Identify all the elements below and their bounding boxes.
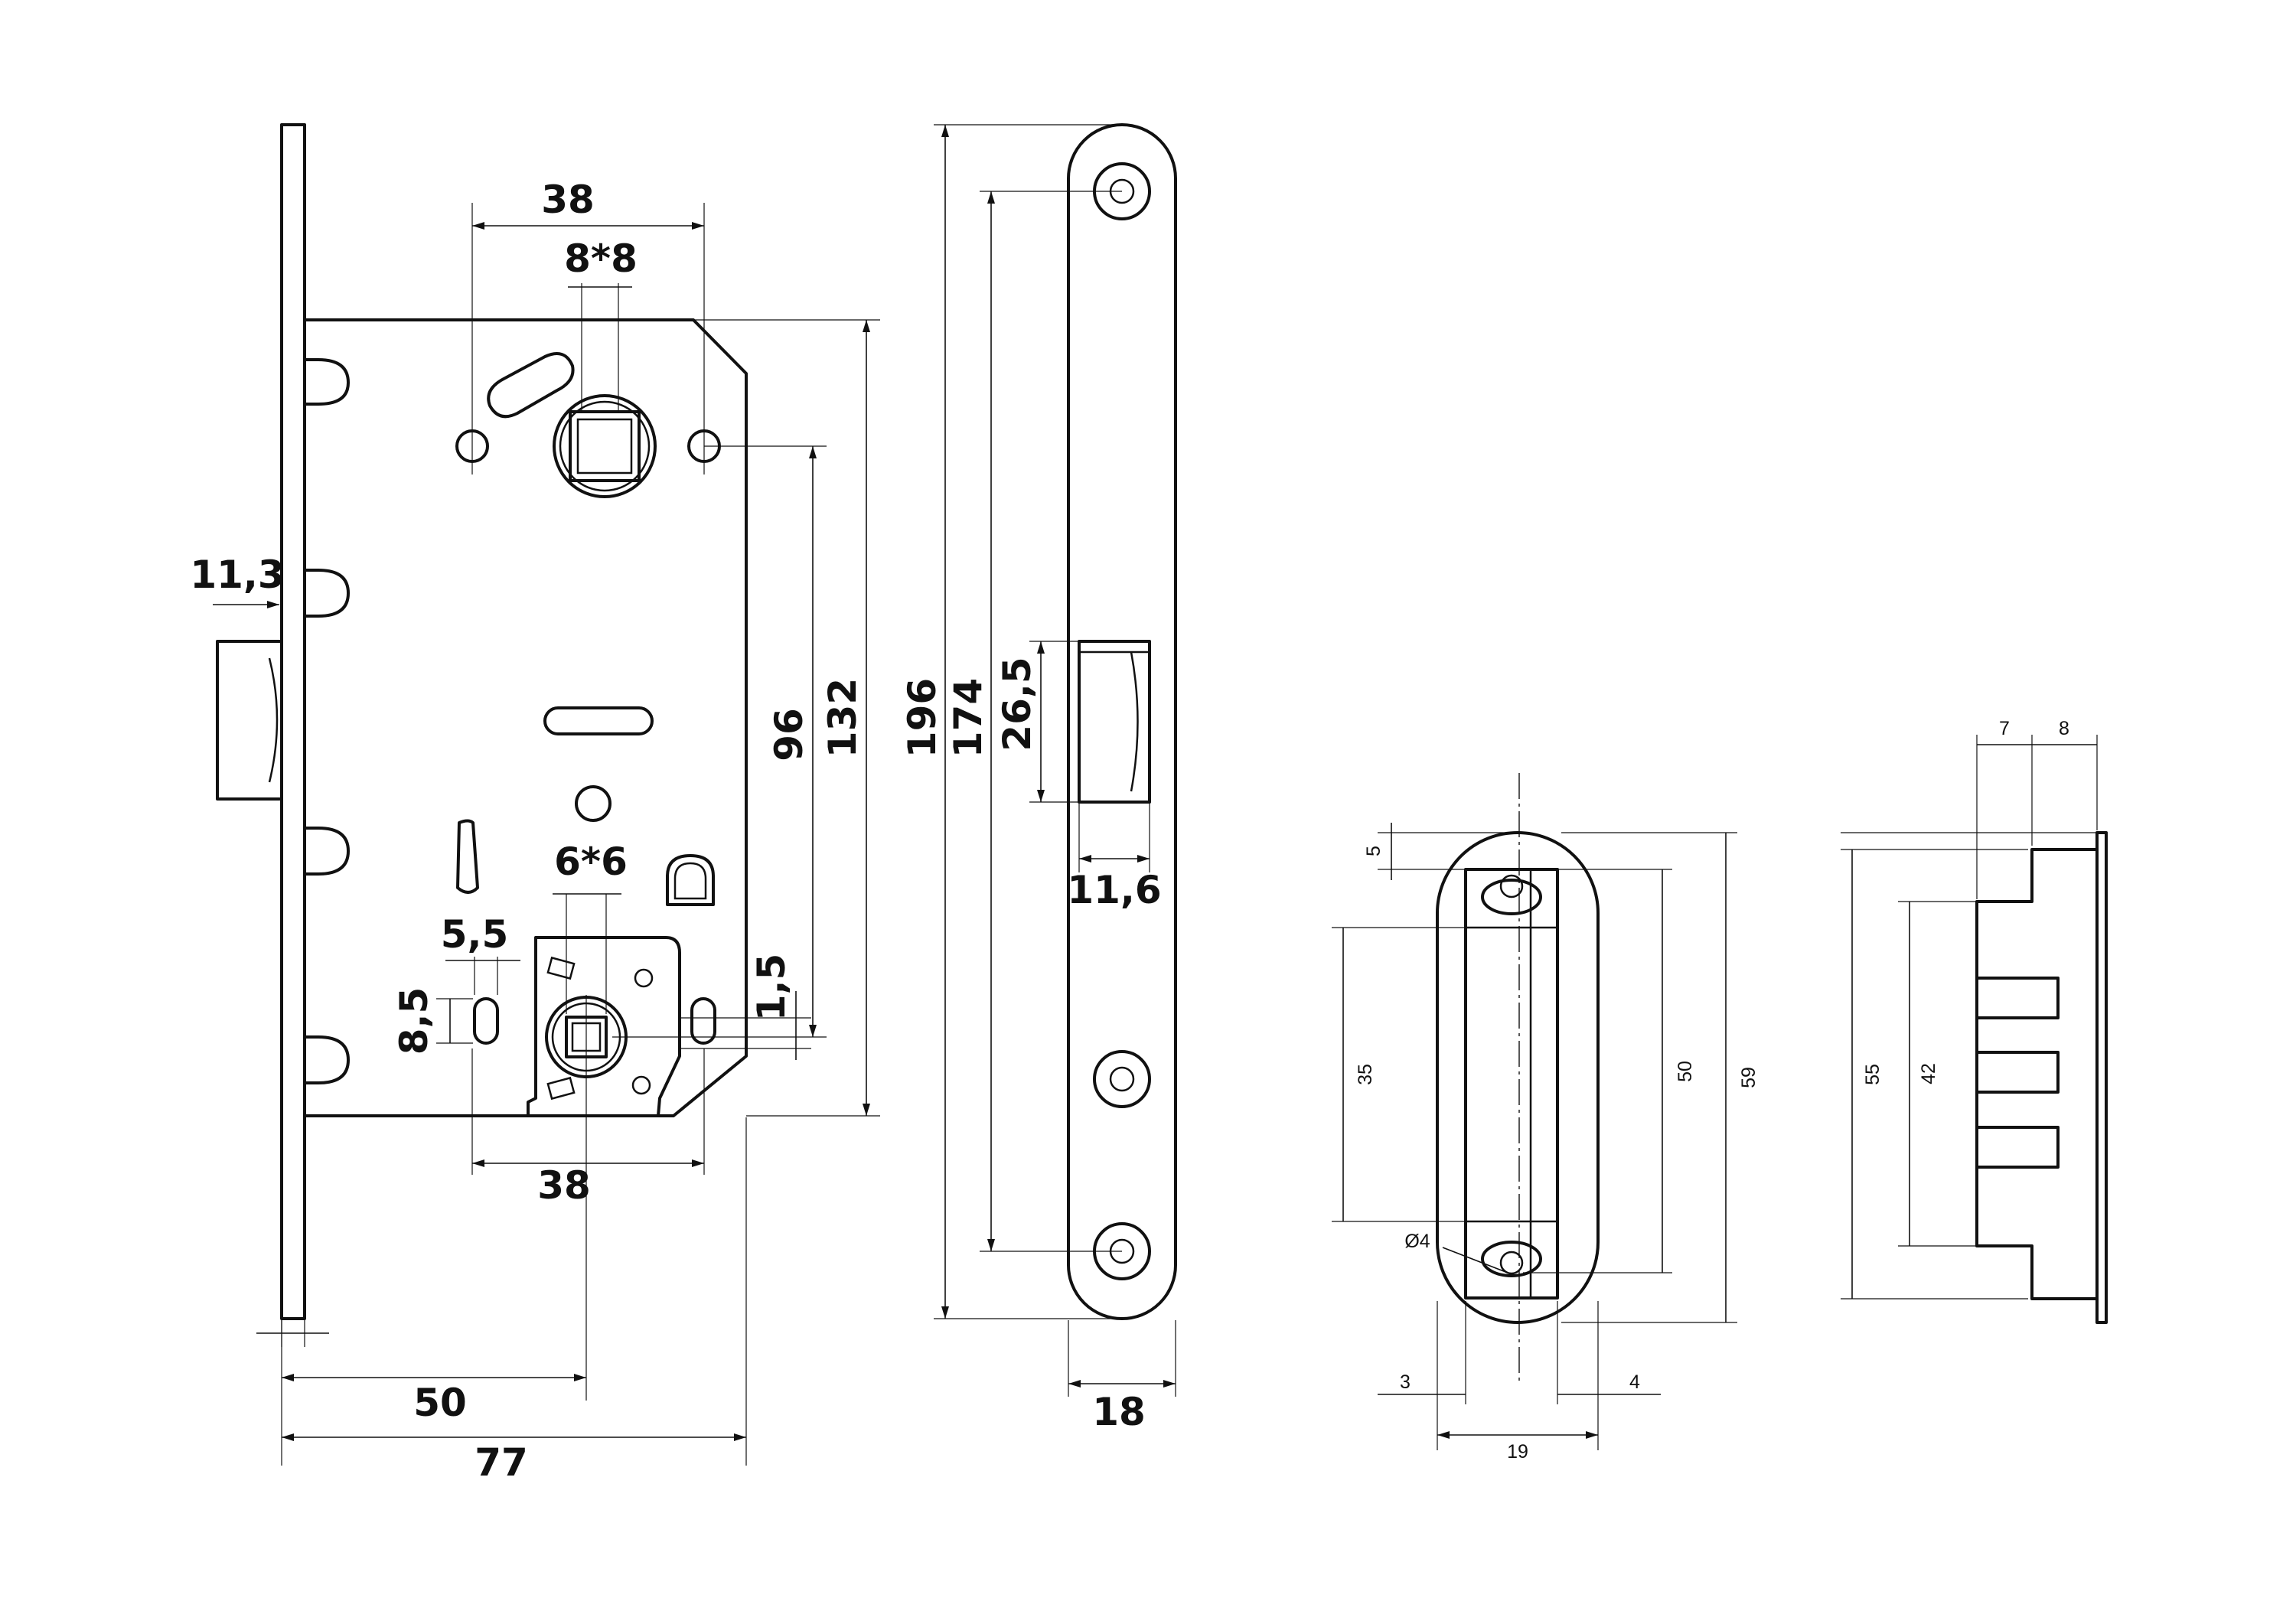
strike-side-view: 7 8 55 42 xyxy=(1841,718,2108,1324)
dim-strike-right-margin: 4 xyxy=(1629,1371,1640,1393)
strike-hole-bottom xyxy=(1481,1241,1542,1277)
faceplate-view: 196 174 26,5 11,6 18 xyxy=(900,123,1177,1434)
strike-side-tooth-2 xyxy=(1975,1051,2060,1094)
dim-side-inner-height: 42 xyxy=(1918,1063,1939,1084)
strike-side-tooth-1 xyxy=(1975,977,2060,1019)
dim-center-distance: 96 xyxy=(767,708,811,761)
dim-faceplate-width: 18 xyxy=(1092,1390,1146,1434)
dim-offset: 1,5 xyxy=(749,954,794,1022)
dim-slot-width: 5,5 xyxy=(441,912,509,957)
strike-side-tooth-3 xyxy=(1975,1126,2060,1169)
strike-opening xyxy=(1464,868,1559,1300)
dim-strike-hole-spacing: 50 xyxy=(1675,1061,1696,1082)
dim-strike-width: 19 xyxy=(1507,1441,1528,1463)
upper-spindle-hub xyxy=(455,352,721,498)
latch-window xyxy=(1078,640,1151,804)
dim-faceplate-thickness: 11,3 xyxy=(190,553,284,597)
pin-slot xyxy=(456,819,479,894)
dim-strike-slot-length: 35 xyxy=(1355,1064,1376,1085)
dim-slot-height: 8,5 xyxy=(392,987,436,1055)
strike-side-dimensions xyxy=(1841,735,2098,1300)
fixing-tabs xyxy=(303,358,350,1084)
screw-hole-mid xyxy=(1093,1050,1151,1108)
strike-side-profile xyxy=(1975,848,2099,1300)
dim-latch-width: 11,6 xyxy=(1067,868,1161,912)
strike-outline xyxy=(1436,831,1600,1324)
latch-bolt xyxy=(216,640,283,801)
dim-screw-spacing: 174 xyxy=(946,678,990,758)
dim-strike-top-offset: 5 xyxy=(1363,846,1384,856)
dim-latch-height: 26,5 xyxy=(995,657,1039,751)
dim-side-height: 55 xyxy=(1862,1064,1883,1085)
dim-backset-top: 38 xyxy=(541,178,595,222)
dim-strike-hole-diameter: Ø4 xyxy=(1404,1231,1430,1252)
dim-faceplate-height: 196 xyxy=(900,678,944,758)
strike-side-plate xyxy=(2095,831,2108,1324)
faceplate-dimensions xyxy=(934,124,1176,1397)
lock-faceplate xyxy=(280,123,306,1320)
strike-hole-top xyxy=(1481,879,1542,915)
dim-side-depth-b: 8 xyxy=(2059,718,2069,739)
lock-body-view: 38 8*8 11,3 5,5 6*6 8,5 1,5 96 132 38 50… xyxy=(190,123,880,1485)
dim-body-height: 132 xyxy=(820,678,865,758)
center-hole xyxy=(575,785,612,822)
d-stop xyxy=(666,854,715,906)
dim-strike-height: 59 xyxy=(1738,1067,1760,1088)
dim-side-depth-a: 7 xyxy=(1999,718,2010,739)
strike-dimensions xyxy=(1332,823,1737,1450)
thumbturn-plate xyxy=(473,936,716,1117)
dim-backset-bottom: 38 xyxy=(537,1163,591,1208)
dim-body-depth: 77 xyxy=(475,1440,528,1485)
dim-square-bottom: 6*6 xyxy=(554,840,628,884)
keyway-slot xyxy=(543,706,654,735)
lock-body-dimensions xyxy=(213,203,880,1466)
faceplate-outline xyxy=(1067,123,1177,1320)
strike-plate-view: 5 35 50 59 Ø4 3 4 19 xyxy=(1332,773,1760,1463)
dim-backset: 50 xyxy=(413,1381,467,1425)
dim-square-spindle: 8*8 xyxy=(564,236,638,281)
dim-strike-left-margin: 3 xyxy=(1400,1371,1411,1393)
